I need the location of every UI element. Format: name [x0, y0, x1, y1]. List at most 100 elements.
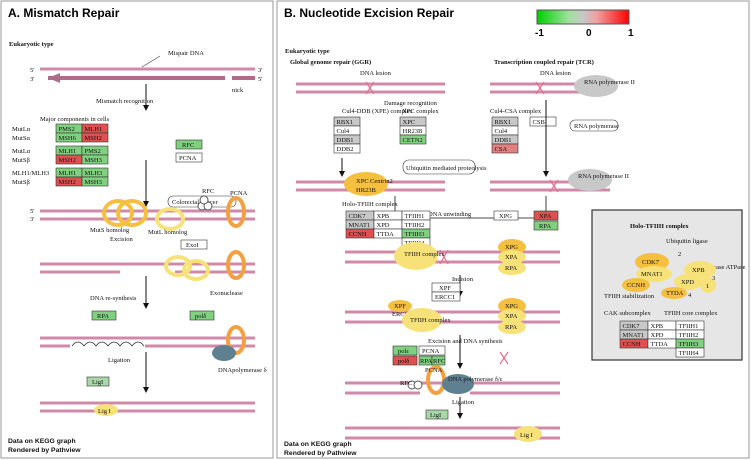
inset-ccnh-shape	[622, 278, 650, 292]
inset-n1: 1	[706, 283, 709, 290]
b-gene-boxes: RBX1Cul4DDB1DDB2XPCHR23BCETN2RBX1Cul4DDB…	[333, 116, 557, 154]
color-legend: -1 0 1	[535, 9, 634, 39]
a-mispair-dna: 5' 3' 3' 5' Mispair DNA nick	[30, 50, 262, 94]
a-row-label: MutLα	[12, 148, 31, 155]
a-pcna-ring	[226, 196, 246, 228]
legend-max-label: 1	[628, 28, 634, 39]
b-tfiih-dna: TFIIH complex XPG XPA RPA	[345, 239, 560, 275]
a-eukaryotic-label: Eukaryotic type	[9, 41, 54, 48]
a-exonuclease: Exonuclease	[210, 290, 243, 297]
a-row-g1-label: MSH2	[59, 179, 76, 186]
a-nick-label: nick	[232, 87, 244, 94]
b-xpf: XPF	[439, 285, 451, 292]
a-row-g1-label: MLH1	[59, 170, 77, 177]
b-pcna: PCNA	[422, 348, 440, 355]
a-row-g2-label: MLH1	[85, 126, 103, 133]
inset-title: Holo-TFIIH complex	[630, 223, 689, 230]
b-tfiih-cell-label: MNAT1	[349, 222, 371, 229]
b-eukaryotic: Eukaryotic type	[285, 48, 330, 55]
a-lig1-label: LigI	[92, 379, 103, 386]
b-pole-box	[392, 345, 418, 356]
b-cul4b-label: Cul4	[495, 128, 508, 135]
b-tfiih-cell-label: CDK7	[349, 213, 367, 220]
a-footer-kegg: Data on KEGG graph	[8, 438, 76, 445]
b-pold-box	[392, 355, 418, 366]
a-pold-label: polδ	[195, 313, 206, 320]
b-cul4ddb: Cul4-DDB (XPE) complex	[342, 108, 414, 115]
a-row-label: MutLα	[12, 126, 31, 133]
b-ggr-dna	[296, 81, 445, 95]
b-ddb1-label: DDB1	[337, 137, 354, 144]
inset-cell-label: CDK7	[623, 323, 641, 330]
inset-core: TFIIH core complex	[664, 310, 718, 317]
a-mutl-label: MutL homolog	[148, 229, 188, 236]
a-dna-arrowhead	[48, 73, 60, 83]
b-xpc-ov: XPC	[356, 178, 369, 185]
b-tfiih-cell-label: TFIIH1	[405, 213, 425, 220]
inset-mnat1: MNAT1	[641, 271, 663, 278]
b-csb-label: CSB	[533, 119, 546, 126]
a-rfc2: RFC	[202, 188, 214, 195]
b-footer-kegg: Data on KEGG graph	[284, 441, 352, 448]
inset-cell-label: TFIIH1	[679, 323, 699, 330]
b-rfc-box	[431, 355, 446, 366]
b-tfiih-cell-label: TFIIH3	[405, 231, 425, 238]
inset-xpb: XPB	[692, 267, 705, 274]
b-csa-label: CSA	[495, 146, 508, 153]
b-rnapol: RNA polymerase II	[584, 79, 635, 86]
inset-cdk7-shape	[635, 253, 669, 271]
a-muts-ring	[102, 199, 134, 227]
panel-b-title: B. Nucleotide Excision Repair	[284, 6, 454, 20]
inset-cell-label: TFIIH2	[679, 332, 699, 339]
holo-tfiih-inset: Holo-TFIIH complex Ubiquitin ligase Heli…	[591, 209, 746, 361]
a-resynth: DNA re-synthesis	[90, 295, 137, 302]
b-lig1: LigI	[430, 412, 441, 419]
inset-cell-label: XPB	[651, 323, 664, 330]
b-xpf-ov: XPF	[394, 303, 406, 310]
b-rnapol-box	[569, 119, 619, 132]
b-tfiih-complex: TFIIH complex	[404, 251, 445, 258]
b-incision-dna: XPF ERCC1 TFIIH complex XPG XPA RPA	[345, 298, 560, 334]
b-tfiih-ov2: TFIIH complex	[410, 317, 451, 324]
a-rpa-label: RPA	[97, 313, 109, 320]
a-muts-ring-2	[116, 199, 148, 227]
b-cul4csa: Cul4-CSA complex	[490, 108, 542, 115]
a-excision-dna: 5' 3' PCNA RFC MutS homolog MutL homolog…	[30, 188, 255, 243]
b-damage-recog: Damage recognition	[384, 100, 438, 107]
inset-cell-label: TTDA	[651, 341, 669, 348]
a-row-g2-box	[81, 132, 109, 143]
inset-cell-label: MNAT1	[623, 332, 645, 339]
b-ggr: Global genome repair (GGR)	[290, 59, 371, 66]
b-cul4-label: Cul4	[337, 128, 350, 135]
a-ex-5: 5'	[30, 208, 34, 215]
a-row-g1-label: PMS2	[59, 126, 75, 133]
a-pold-box	[189, 310, 215, 321]
a-row-g1-label: MSH6	[59, 135, 77, 142]
a-mutl-ring	[155, 207, 185, 231]
a-mispair-label: Mispair DNA	[168, 50, 204, 57]
b-ddb1b-label: DDB1	[495, 137, 512, 144]
inset-cdk7: CDK7	[642, 259, 660, 266]
a-row-g1-label: MSH2	[59, 157, 76, 164]
b-holo: Holo-TFIIH complex	[342, 201, 399, 208]
b-dnapol-ov: DNA polymerase δ/ε	[448, 376, 503, 383]
a-row-label: MutSα	[12, 135, 30, 142]
b-ercc1-box	[431, 291, 461, 302]
b-rnapol2: RNA polymerase II	[578, 173, 629, 180]
b-pcna-ov: PCNA	[425, 367, 443, 374]
inset-cak: CAK subcomplex	[604, 310, 652, 317]
a-row-g2-box	[81, 176, 109, 187]
a-rpa-box	[91, 310, 117, 321]
inset-tfiih1-shape	[700, 277, 716, 293]
b-xpa-ov2: XPA	[505, 313, 518, 320]
b-tfiih-cell-label: TTDA	[377, 231, 395, 238]
b-rpa-ov: RPA	[505, 265, 517, 272]
a-lig1b-label: Lig I	[98, 408, 111, 415]
b-lig1-box	[425, 409, 449, 420]
a-major-components: Major components in cells	[40, 116, 110, 123]
b-rpa-box	[533, 220, 559, 231]
inset-n3: 3	[712, 275, 715, 282]
inset-n4: 4	[688, 292, 692, 299]
